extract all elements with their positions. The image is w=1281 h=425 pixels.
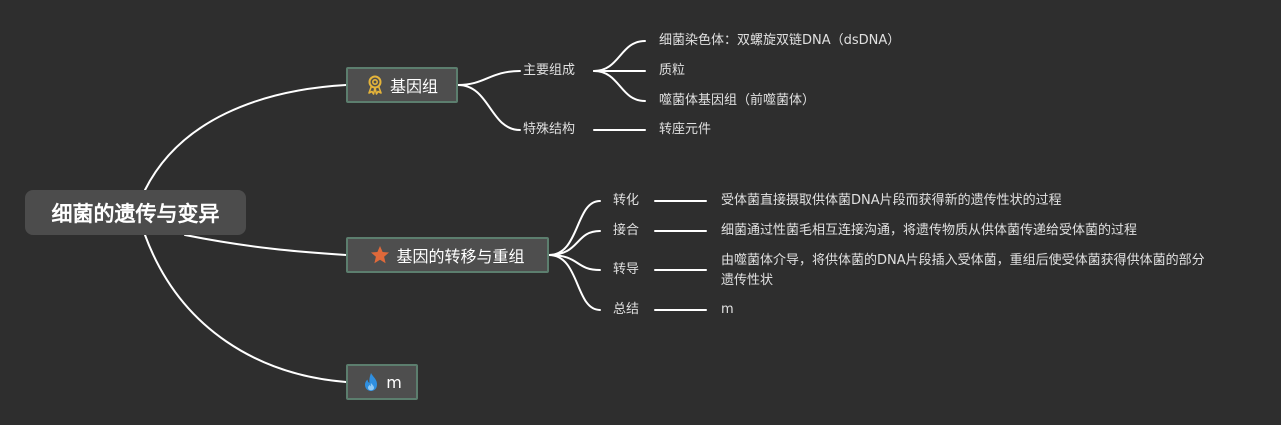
branch-gene-transfer-label: 基因的转移与重组 (396, 247, 525, 266)
connector-root-transfer (184, 234, 347, 256)
root-topic-label: 细菌的遗传与变异 (51, 201, 220, 226)
connector-main-leaf1 (593, 40, 646, 72)
branch-genome[interactable]: 基因组 (346, 67, 458, 103)
root-topic[interactable]: 细菌的遗传与变异 (25, 190, 246, 235)
branch-m[interactable]: m (346, 364, 418, 400)
branch-m-label: m (386, 372, 402, 392)
connector-transfer-item2 (548, 230, 601, 256)
item-transformation[interactable]: 转化 (613, 193, 640, 208)
branch-gene-transfer[interactable]: 基因的转移与重组 (346, 237, 549, 273)
leaf-plasmid[interactable]: 质粒 (659, 63, 686, 78)
leaf-bacterial-chromosome[interactable]: 细菌染色体：双螺旋双链DNA（dsDNA） (659, 33, 901, 48)
group-special-structure[interactable]: 特殊结构 (523, 122, 576, 137)
leaf-transposable-element[interactable]: 转座元件 (659, 122, 712, 137)
item-conjugation[interactable]: 接合 (613, 223, 640, 238)
ribbon-award-icon (368, 75, 382, 95)
connector-root-m (144, 234, 347, 383)
connector-transfer-item4 (548, 254, 601, 311)
flame-icon (365, 373, 378, 391)
item-summary[interactable]: 总结 (613, 302, 640, 317)
connector-main-leaf3 (593, 70, 646, 102)
connector-transfer-item1 (548, 200, 601, 256)
item-transduction[interactable]: 转导 (613, 262, 640, 277)
leaf-phage-genome[interactable]: 噬菌体基因组（前噬菌体） (659, 93, 816, 108)
desc-summary[interactable]: m (721, 302, 734, 317)
group-main-composition[interactable]: 主要组成 (523, 63, 576, 78)
connector-genome-special (457, 84, 521, 131)
desc-conjugation[interactable]: 细菌通过性菌毛相互连接沟通，将遗传物质从供体菌传递给受体菌的过程 (721, 223, 1138, 238)
desc-transformation[interactable]: 受体菌直接摄取供体菌DNA片段而获得新的遗传性状的过程 (721, 193, 1062, 208)
desc-transduction[interactable]: 由噬菌体介导，将供体菌的DNA片段插入受体菌，重组后使受体菌获得供体菌的部分遗传… (721, 253, 1205, 288)
star-icon (371, 246, 390, 264)
connector-genome-main (457, 70, 521, 86)
branch-genome-label: 基因组 (389, 77, 438, 96)
connector-root-genome (144, 84, 347, 191)
